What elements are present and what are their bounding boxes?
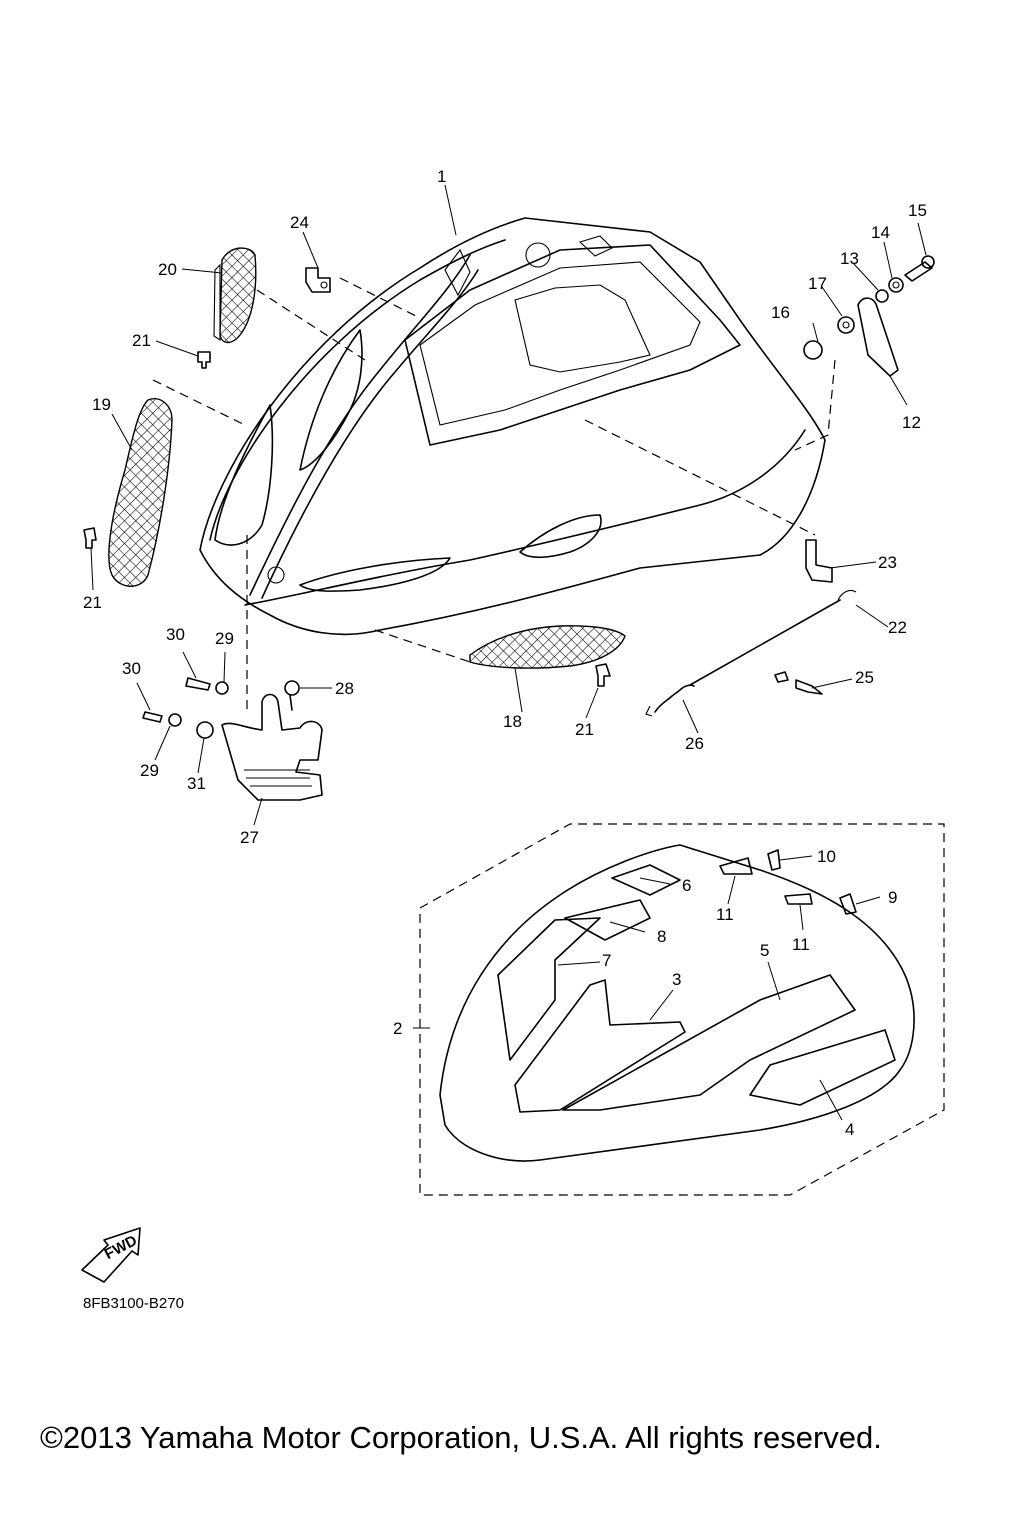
nut-31 (196, 721, 214, 739)
callout-6: 6 (682, 876, 691, 895)
callout-9: 9 (888, 888, 897, 907)
clip-21-upper (197, 351, 211, 369)
callout-8: 8 (657, 927, 666, 946)
callout-14: 14 (871, 223, 890, 242)
diagram-code: 8FB3100-B270 (83, 1295, 184, 1312)
callout-27: 27 (240, 828, 259, 847)
callout-30-lower: 30 (122, 659, 141, 678)
callout-21-left: 21 (83, 593, 102, 612)
callout-4: 4 (845, 1120, 854, 1139)
callout-1: 1 (437, 167, 446, 186)
callout-25: 25 (855, 668, 874, 687)
callout-22: 22 (888, 618, 907, 637)
decal-set-2 (419, 823, 945, 1196)
bolt-30-upper (185, 677, 211, 691)
collar-13 (875, 289, 889, 303)
callout-16: 16 (771, 303, 790, 322)
clip-21-left (83, 527, 97, 549)
washer-29-upper (215, 681, 229, 695)
bolt-28 (284, 680, 300, 711)
bolt-30-lower (142, 711, 163, 723)
clip-21-lower (595, 663, 611, 687)
nut-17 (837, 316, 855, 334)
fwd-label: FWD (102, 1232, 140, 1263)
callout-29-lower: 29 (140, 761, 159, 780)
washer-14 (888, 277, 904, 293)
callouts: 1 2 3 4 5 6 7 8 9 10 11 11 12 13 14 15 1… (83, 167, 927, 1139)
callout-31: 31 (187, 774, 206, 793)
leader-lines (90, 184, 927, 1121)
bracket-24 (305, 267, 331, 293)
bracket-23 (805, 539, 833, 583)
callout-18: 18 (503, 712, 522, 731)
callout-21-upper: 21 (132, 331, 151, 350)
callout-21-lower: 21 (575, 720, 594, 739)
spring-26 (645, 684, 695, 717)
grommet-16 (803, 340, 823, 360)
copyright-notice: ©2013 Yamaha Motor Corporation, U.S.A. A… (40, 1420, 882, 1455)
callout-3: 3 (672, 970, 681, 989)
callout-5: 5 (760, 941, 769, 960)
callout-10: 10 (817, 847, 836, 866)
bracket-27 (221, 693, 323, 801)
fwd-arrow-icon: FWD (81, 1227, 141, 1283)
washer-29-lower (168, 713, 182, 727)
callout-2: 2 (393, 1019, 402, 1038)
callout-15: 15 (908, 201, 927, 220)
mesh-panel-18 (469, 625, 626, 669)
callout-20: 20 (158, 260, 177, 279)
callout-24: 24 (290, 213, 309, 232)
callout-13: 13 (840, 249, 859, 268)
front-hood (199, 217, 826, 636)
callout-11-right: 11 (792, 935, 810, 954)
callout-7: 7 (602, 951, 611, 970)
stay-12 (857, 297, 899, 377)
callout-12: 12 (902, 413, 921, 432)
pin-25 (774, 671, 823, 695)
callout-30-upper: 30 (166, 625, 185, 644)
callout-26: 26 (685, 734, 704, 753)
assembly-lines (152, 277, 836, 710)
callout-28: 28 (335, 679, 354, 698)
callout-11-left: 11 (716, 905, 734, 924)
bolt-15 (904, 255, 935, 282)
mesh-panel-19 (108, 398, 173, 587)
callout-17: 17 (808, 274, 827, 293)
callout-29-upper: 29 (215, 629, 234, 648)
callout-23: 23 (878, 553, 897, 572)
cable-22 (689, 589, 857, 686)
callout-19: 19 (92, 395, 111, 414)
mesh-panel-20 (213, 247, 257, 344)
